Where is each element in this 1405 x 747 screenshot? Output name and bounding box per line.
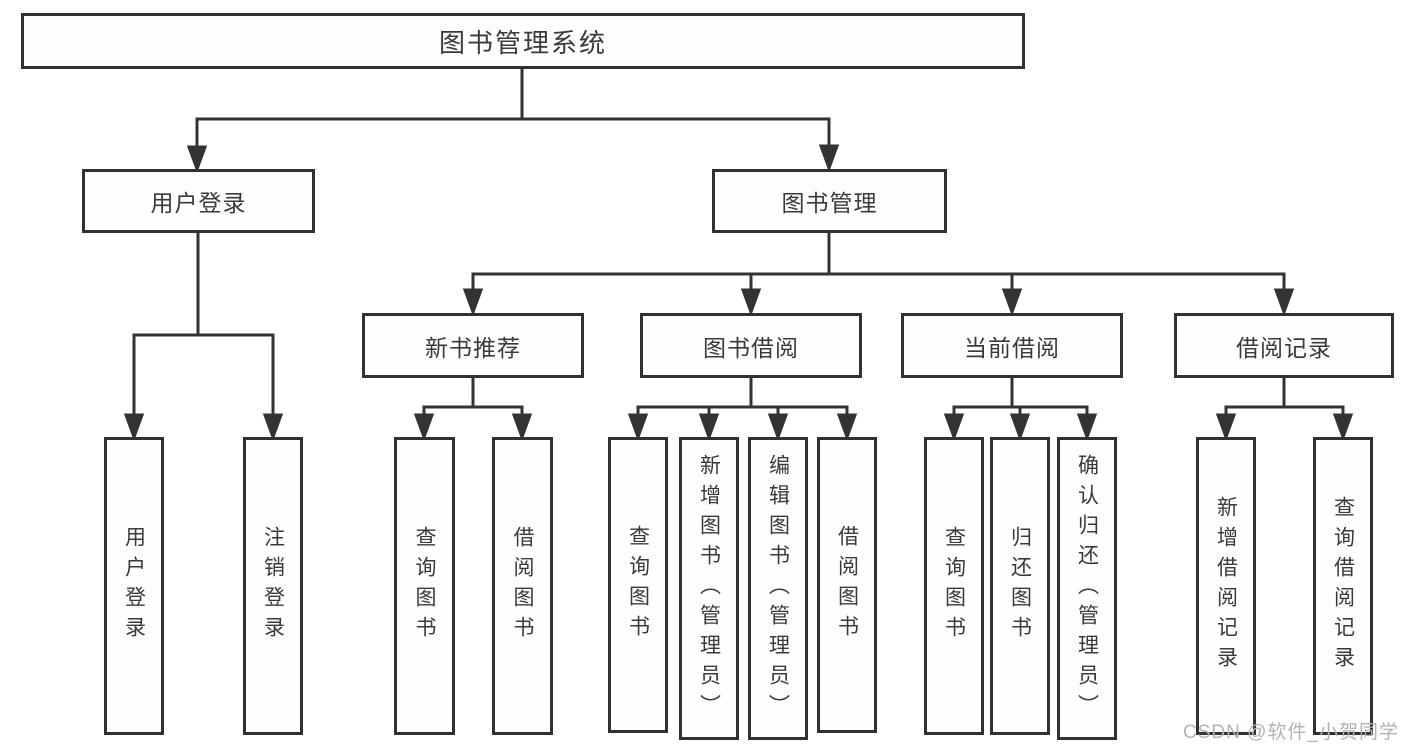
node-root: 图书管理系统 [21, 13, 1025, 69]
arrowhead-icon [262, 413, 284, 442]
leaf-return-books-label: 归还图书 [1008, 526, 1032, 646]
leaf-add-books-admin: 新增图书（管理员） [679, 437, 739, 740]
arrowhead-icon [698, 413, 720, 442]
leaf-logout-label: 注销登录 [261, 526, 285, 646]
arrowhead-icon [627, 413, 649, 442]
arrowhead-icon [1076, 413, 1098, 442]
leaf-query-borrow-record: 查询借阅记录 [1313, 437, 1373, 735]
arrowhead-icon [1009, 413, 1031, 442]
node-current-borrow: 当前借阅 [901, 313, 1123, 378]
leaf-logout: 注销登录 [243, 437, 303, 735]
node-book-management-label: 图书管理 [781, 190, 878, 216]
node-book-borrow-label: 图书借阅 [703, 334, 799, 361]
leaf-edit-books-admin: 编辑图书（管理员） [748, 437, 808, 740]
node-user-login: 用户登录 [82, 169, 315, 233]
node-borrow-records-label: 借阅记录 [1236, 334, 1332, 361]
node-book-borrow: 图书借阅 [640, 313, 862, 378]
leaf-user-login: 用户登录 [104, 437, 164, 735]
leaf-query-books-3-label: 查询图书 [942, 526, 966, 646]
node-new-book-recommend-label: 新书推荐 [425, 334, 521, 361]
leaf-query-borrow-record-label: 查询借阅记录 [1331, 496, 1355, 676]
leaf-query-books-1: 查询图书 [394, 437, 455, 735]
arrowhead-icon [511, 413, 533, 442]
leaf-query-books-1-label: 查询图书 [413, 526, 436, 646]
arrowhead-icon [1215, 413, 1237, 442]
leaf-query-books-2-label: 查询图书 [626, 525, 650, 645]
arrowhead-icon [740, 288, 762, 317]
leaf-borrow-books-2: 借阅图书 [817, 437, 877, 733]
arrowhead-icon [123, 413, 145, 442]
node-book-management: 图书管理 [712, 169, 947, 233]
arrowhead-icon [413, 413, 435, 442]
node-user-login-label: 用户登录 [150, 190, 247, 216]
leaf-confirm-return-admin-label: 确认归还（管理员） [1075, 453, 1099, 724]
leaf-add-books-admin-label: 新增图书（管理员） [697, 453, 721, 724]
node-current-borrow-label: 当前借阅 [964, 334, 1060, 361]
leaf-add-borrow-record: 新增借阅记录 [1196, 437, 1256, 735]
arrowhead-icon [186, 145, 208, 174]
leaf-add-borrow-record-label: 新增借阅记录 [1214, 496, 1238, 676]
csdn-watermark: CSDN @软件_小贺同学 [1183, 722, 1399, 743]
arrowhead-icon [1001, 288, 1023, 317]
leaf-query-books-2: 查询图书 [608, 437, 668, 733]
leaf-borrow-books-1-label: 借阅图书 [511, 526, 534, 646]
arrowhead-icon [818, 144, 840, 173]
node-root-label: 图书管理系统 [438, 27, 607, 58]
arrowhead-icon [462, 288, 484, 317]
leaf-borrow-books-1: 借阅图书 [492, 437, 553, 735]
arrowhead-icon [1273, 288, 1295, 317]
leaf-return-books: 归还图书 [990, 437, 1050, 735]
arrowhead-icon [767, 413, 789, 442]
arrowhead-icon [943, 413, 965, 442]
arrowhead-icon [836, 413, 858, 442]
leaf-query-books-3: 查询图书 [924, 437, 984, 735]
node-new-book-recommend: 新书推荐 [362, 313, 584, 378]
leaf-user-login-label: 用户登录 [122, 526, 146, 646]
leaf-borrow-books-2-label: 借阅图书 [835, 525, 859, 645]
leaf-edit-books-admin-label: 编辑图书（管理员） [766, 453, 790, 724]
leaf-confirm-return-admin: 确认归还（管理员） [1057, 437, 1117, 740]
arrowhead-icon [1332, 413, 1354, 442]
node-borrow-records: 借阅记录 [1174, 313, 1394, 378]
